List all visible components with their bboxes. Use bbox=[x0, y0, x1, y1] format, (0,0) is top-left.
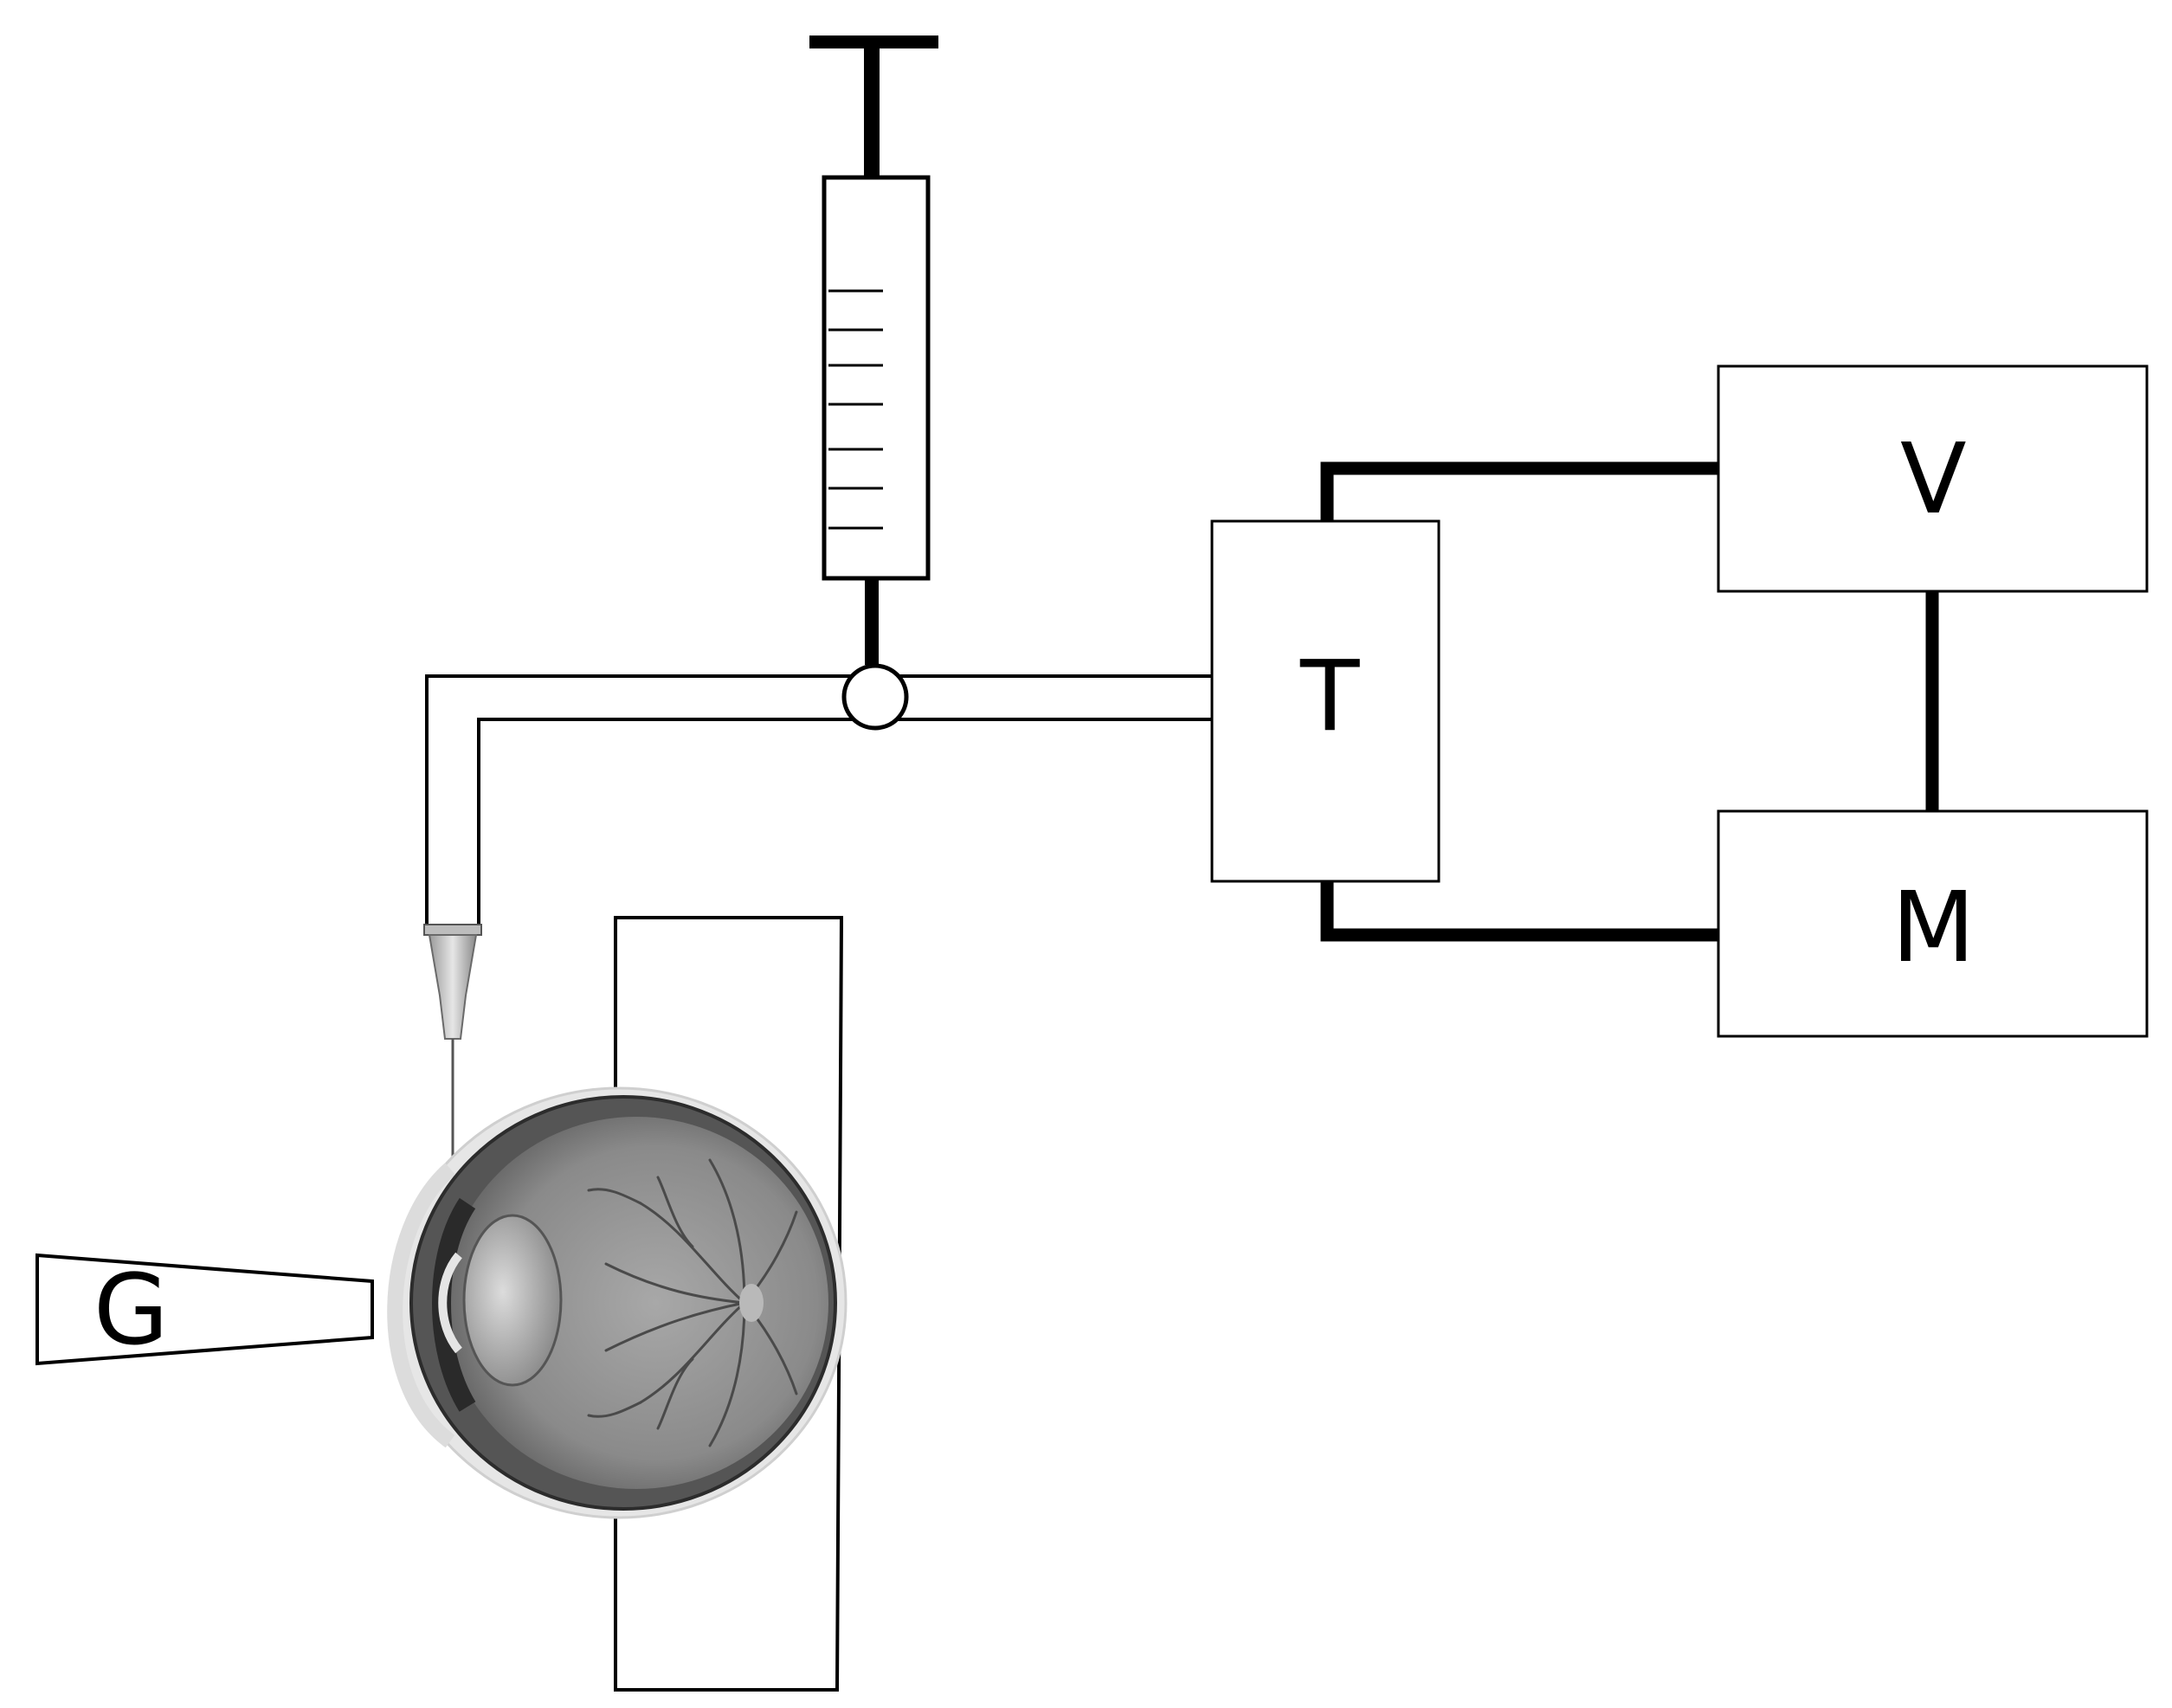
transducer: T bbox=[1210, 519, 1440, 883]
transducer-label: T bbox=[1299, 641, 1360, 753]
syringe bbox=[809, 35, 938, 665]
transducer-box bbox=[1210, 519, 1440, 883]
monitor: M bbox=[1717, 809, 2149, 1038]
voltmeter: V bbox=[1717, 364, 2149, 593]
eye bbox=[387, 1086, 848, 1519]
eye-lens-nucleus bbox=[438, 1252, 462, 1354]
eye-cornea bbox=[387, 1163, 456, 1448]
wire-transducer-monitor bbox=[1320, 881, 1718, 942]
needle-hub bbox=[428, 934, 478, 1040]
tubing-outer-wall bbox=[425, 674, 1212, 925]
eye-retinal-vessels bbox=[587, 1158, 798, 1447]
needle bbox=[423, 924, 482, 1160]
syringe-plunger-rod bbox=[864, 43, 880, 177]
monitor-label: M bbox=[1892, 872, 1975, 984]
tubing-inner-wall bbox=[477, 718, 1212, 925]
syringe-graduations bbox=[828, 289, 883, 530]
eye-optic-disc bbox=[739, 1284, 764, 1322]
monitor-box bbox=[1717, 809, 2149, 1038]
voltmeter-box bbox=[1717, 364, 2149, 593]
voltmeter-label: V bbox=[1900, 423, 1967, 536]
gonioscope-label: G bbox=[93, 1254, 169, 1367]
wire-transducer-voltmeter bbox=[1320, 461, 1718, 521]
syringe-barrel bbox=[822, 175, 931, 581]
tubing bbox=[425, 674, 1212, 925]
syringe-tip bbox=[865, 578, 879, 665]
eye-lens bbox=[462, 1214, 563, 1387]
stopcock-valve bbox=[841, 663, 909, 731]
syringe-plunger-handle bbox=[809, 35, 938, 48]
needle-hub-collar bbox=[423, 924, 482, 936]
gonioscope-body bbox=[35, 1253, 374, 1366]
gonioscope: G bbox=[35, 1253, 374, 1367]
wires bbox=[1320, 461, 1939, 942]
